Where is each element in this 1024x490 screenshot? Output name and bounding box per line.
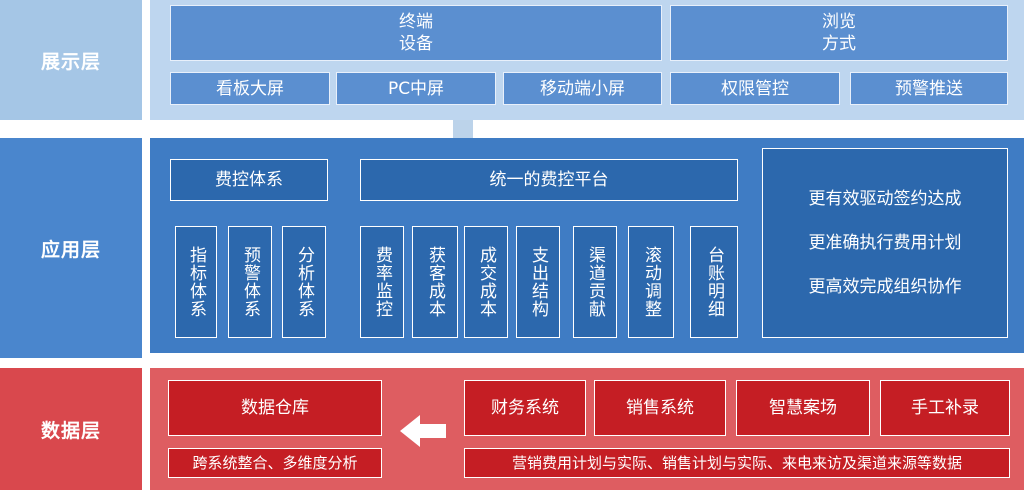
- unified-platform-title: 统一的费控平台: [360, 159, 738, 201]
- rolling-adjust-box: 滚动调整: [628, 226, 674, 338]
- goal-budget-execution: 更准确执行费用计划: [808, 233, 962, 253]
- browse-mode-box: 浏览 方式: [670, 5, 1008, 61]
- application-layer-panel: 费控体系 指标体系 预警体系 分析体系 统一的费控平台 费率监控 获客成本 成交…: [150, 138, 1024, 353]
- permission-control-box: 权限管控: [670, 72, 840, 105]
- alert-push-box: 预警推送: [850, 72, 1008, 105]
- source-manual-entry: 手工补录: [880, 380, 1010, 436]
- left-arrow-icon: [400, 415, 446, 447]
- warehouse-description: 跨系统整合、多维度分析: [168, 448, 382, 478]
- data-layer-label: 数据层: [0, 368, 142, 490]
- data-layer-panel: 数据仓库 跨系统整合、多维度分析 财务系统 销售系统 智慧案场 手工补录 营销费…: [150, 368, 1024, 490]
- deal-cost-box: 成交成本: [464, 226, 508, 338]
- data-warehouse-box: 数据仓库: [168, 380, 382, 436]
- device-pc-screen: PC中屏: [336, 72, 496, 105]
- device-mobile-screen: 移动端小屏: [503, 72, 662, 105]
- ledger-detail-box: 台账明细: [690, 226, 738, 338]
- warning-system-box: 预警体系: [228, 226, 272, 338]
- application-layer-label: 应用层: [0, 138, 142, 358]
- device-big-screen: 看板大屏: [170, 72, 330, 105]
- indicator-system-box: 指标体系: [175, 226, 217, 338]
- rate-monitor-box: 费率监控: [360, 226, 404, 338]
- sources-description: 营销费用计划与实际、销售计划与实际、来电来访及渠道来源等数据: [464, 448, 1010, 478]
- source-smart-sales-office: 智慧案场: [736, 380, 870, 436]
- source-sales-system: 销售系统: [594, 380, 726, 436]
- source-finance-system: 财务系统: [464, 380, 586, 436]
- terminal-device-box: 终端 设备: [170, 5, 662, 61]
- goal-collaboration: 更高效完成组织协作: [808, 277, 962, 297]
- goals-box: 更有效驱动签约达成 更准确执行费用计划 更高效完成组织协作: [762, 148, 1008, 338]
- expense-structure-box: 支出结构: [516, 226, 560, 338]
- cost-control-system-title: 费控体系: [170, 159, 328, 201]
- presentation-layer-label: 展示层: [0, 0, 142, 120]
- layer-connector: [453, 120, 473, 138]
- analysis-system-box: 分析体系: [282, 226, 326, 338]
- channel-contribution-box: 渠道贡献: [573, 226, 617, 338]
- goal-signing: 更有效驱动签约达成: [808, 189, 962, 209]
- presentation-layer-panel: 终端 设备 浏览 方式 看板大屏 PC中屏 移动端小屏 权限管控 预警推送: [150, 0, 1024, 120]
- acquisition-cost-box: 获客成本: [412, 226, 458, 338]
